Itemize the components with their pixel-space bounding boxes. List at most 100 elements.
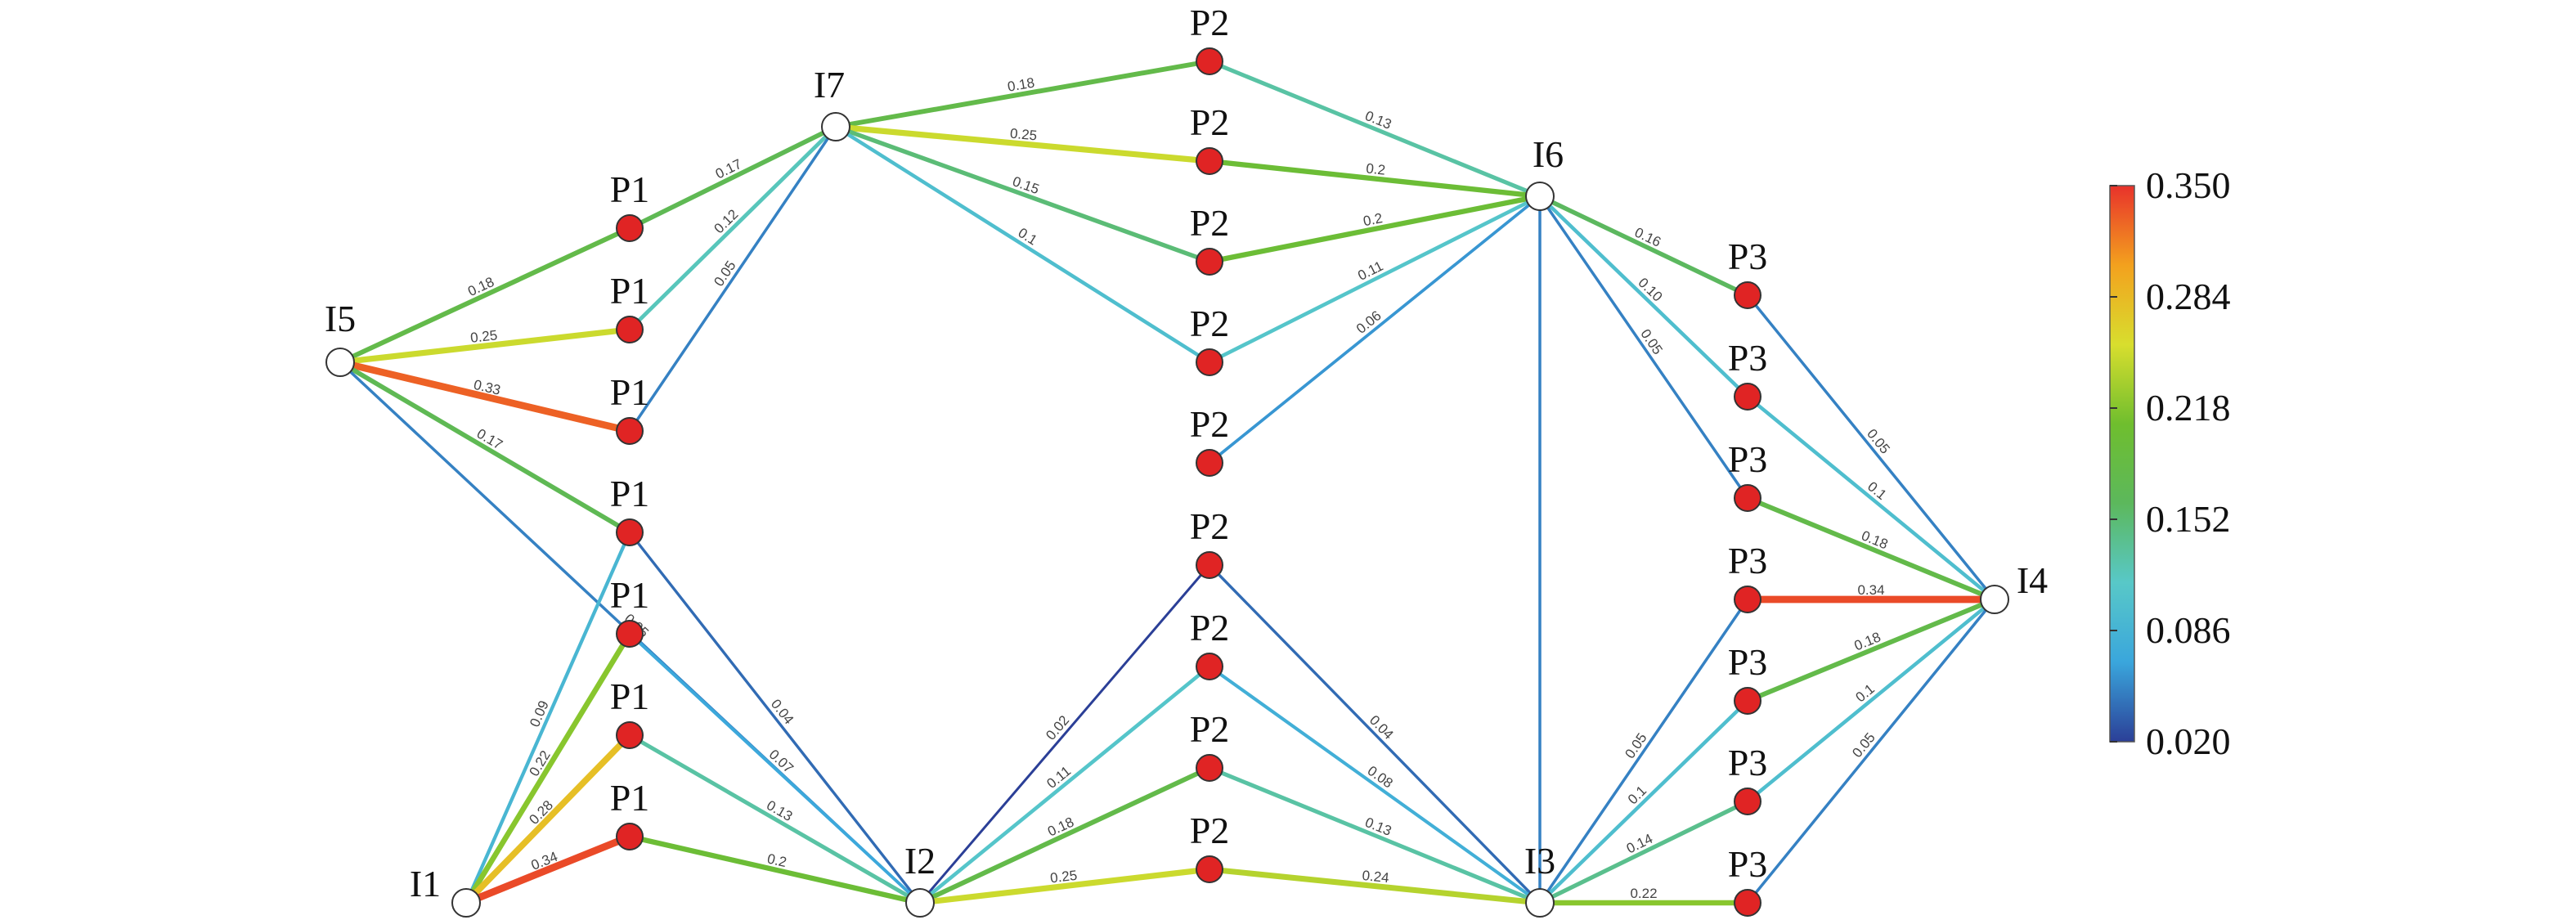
edges-layer — [336, 59, 1999, 907]
edge-P2g-I3 — [1207, 664, 1542, 905]
edge-label: 0.07 — [766, 747, 797, 776]
node-label: P1 — [610, 777, 650, 819]
node-label: P3 — [1728, 540, 1768, 581]
node-p2d — [1196, 348, 1223, 376]
edge-P3g-I4 — [1746, 598, 1996, 904]
edge-I3-P3e — [1537, 698, 1750, 905]
edge-label: 0.25 — [469, 327, 498, 346]
edge-label: 0.05 — [1864, 426, 1893, 457]
edge-I1-P1f — [463, 732, 633, 906]
edge-label: 0.04 — [1367, 712, 1397, 743]
node-p2c — [1196, 248, 1223, 276]
edge-I2-P2g — [918, 664, 1212, 905]
node-label: P3 — [1728, 843, 1768, 885]
edge-P1d-I2 — [628, 531, 922, 904]
edge-P3c-I4 — [1745, 496, 1997, 602]
node-i5 — [325, 348, 355, 377]
edge-I7-P2b — [832, 123, 1213, 164]
edge-label: 0.24 — [1362, 868, 1390, 886]
node-label: P2 — [1190, 810, 1230, 851]
node-p2g — [1196, 653, 1223, 680]
edge-label: 0.2 — [1365, 160, 1386, 177]
edge-I1-P1g — [462, 832, 634, 907]
node-label: P1 — [610, 371, 650, 413]
node-p2f — [1196, 551, 1223, 579]
node-label: P3 — [1728, 742, 1768, 783]
node-p2b — [1196, 147, 1223, 175]
edge-I3-P3f — [1537, 799, 1750, 905]
edge-label: 0.25 — [1049, 868, 1078, 886]
node-label: P2 — [1190, 708, 1230, 750]
colorbar-tick-label: 0.350 — [2146, 164, 2231, 206]
node-p1b — [616, 316, 644, 343]
edge-I2-P2i — [917, 866, 1213, 906]
edge-label: 0.1 — [1625, 783, 1649, 807]
node-i3 — [1525, 888, 1555, 918]
edge-I1-P1d — [464, 530, 632, 905]
node-label: I7 — [814, 64, 845, 105]
node-label: I1 — [410, 863, 441, 904]
node-p3d — [1734, 586, 1761, 613]
edge-P2d-I6 — [1207, 194, 1542, 365]
edge-I2-P2h — [918, 765, 1212, 905]
colorbar-gradient — [2109, 185, 2135, 743]
node-p2a — [1196, 47, 1223, 75]
edge-P2c-I6 — [1206, 193, 1543, 265]
edge-I7-P2d — [833, 124, 1212, 365]
edge-P2f-I3 — [1208, 563, 1542, 904]
node-p1g — [616, 823, 644, 850]
edge-P2h-I3 — [1207, 765, 1542, 905]
edge-I7-P2c — [833, 124, 1212, 264]
edge-P1c-I7 — [628, 125, 837, 433]
node-p1c — [616, 417, 644, 445]
node-i2 — [905, 888, 935, 918]
edge-P3b-I4 — [1745, 394, 1997, 602]
edge-label: 0.34 — [1857, 582, 1884, 598]
node-p2e — [1196, 449, 1223, 477]
edge-P1f-I2 — [627, 733, 922, 905]
edge-label: 0.22 — [1630, 886, 1657, 901]
edge-P1b-I7 — [627, 124, 838, 332]
edge-P1a-I7 — [627, 124, 838, 231]
edge-P3a-I4 — [1746, 294, 1996, 601]
edge-I6-P3a — [1537, 194, 1750, 298]
edge-label: 0.12 — [711, 206, 741, 236]
node-label: P3 — [1728, 438, 1768, 480]
colorbar-tick-label: 0.152 — [2146, 498, 2231, 540]
colorbar-tick-label: 0.020 — [2146, 720, 2231, 762]
edge-I5-P1b — [337, 326, 633, 366]
node-p3c — [1734, 484, 1761, 512]
node-p1a — [616, 214, 644, 242]
node-p1f — [616, 721, 644, 749]
node-label: I3 — [1524, 840, 1555, 882]
edge-label: 0.1 — [1853, 681, 1878, 706]
node-i6 — [1525, 182, 1555, 211]
node-i1 — [451, 888, 481, 918]
node-label: P2 — [1190, 202, 1230, 244]
node-label: I4 — [2017, 559, 2048, 601]
edge-label: 0.10 — [1635, 275, 1665, 305]
node-p3a — [1734, 281, 1761, 309]
node-label: I6 — [1533, 133, 1564, 175]
edge-I6-P3c — [1538, 195, 1749, 500]
node-label: P2 — [1190, 403, 1230, 445]
colorbar-tick-label: 0.218 — [2146, 387, 2231, 429]
edge-label: 0.2 — [1362, 210, 1384, 229]
edge-label: 0.11 — [1043, 763, 1074, 792]
edge-label: 0.02 — [1043, 712, 1072, 743]
node-i7 — [821, 112, 850, 141]
edge-I1-P1e — [463, 631, 633, 906]
node-label: P2 — [1190, 505, 1230, 547]
node-label: P3 — [1728, 337, 1768, 379]
edge-label: 0.28 — [526, 797, 556, 828]
edge-I7-P2a — [833, 59, 1212, 129]
node-label: I2 — [904, 840, 936, 882]
edge-I5-P1d — [338, 360, 632, 535]
node-p2h — [1196, 754, 1223, 782]
node-i4 — [1980, 585, 2009, 614]
edge-label: 0.04 — [768, 697, 797, 728]
colorbar-tick-label: 0.086 — [2146, 609, 2231, 651]
node-label: I5 — [325, 298, 356, 339]
